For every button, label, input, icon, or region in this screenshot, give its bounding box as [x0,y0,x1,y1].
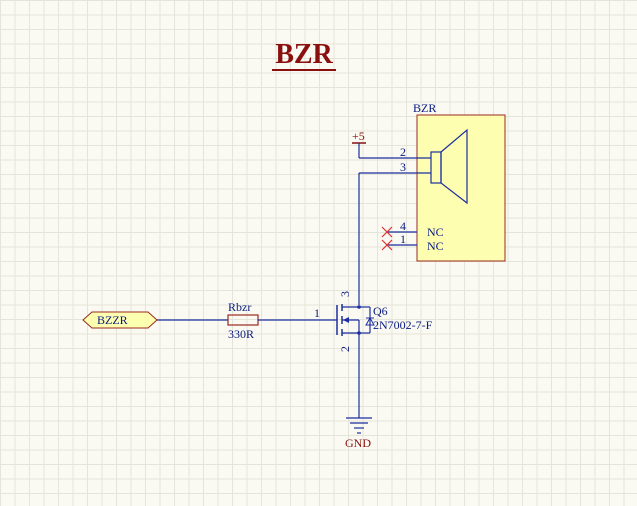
speaker-icon [430,128,468,205]
buzzer-pin-label: NC [427,239,444,253]
buzzer-pin-number: 4 [400,219,406,233]
power-port[interactable]: +5 [352,129,366,158]
buzzer-component[interactable]: BZR 2 3 4 1 NC NC [359,101,506,262]
transistor-pin-drain: 3 [338,291,352,297]
sheet-title: BZR [275,39,333,70]
buzzer-designator: BZR [413,101,436,115]
transistor-part: 2N7002-7-F [373,318,433,332]
resistor-rbzr[interactable]: Rbzr 330R [157,300,310,341]
net-port-bzzr[interactable]: BZZR [82,311,158,329]
buzzer-pin-number: 3 [400,160,406,174]
net-port-shape [82,311,158,329]
buzzer-body [416,114,506,262]
resistor-body [227,314,259,326]
mosfet-q6[interactable]: 3 1 Q6 2N7002-7-F 2 [310,291,433,352]
buzzer-pin-label: NC [427,225,444,239]
transistor-pin-source: 2 [338,346,352,352]
ground-symbol[interactable]: GND [345,417,372,450]
power-label: +5 [352,129,365,143]
net-port-label: BZZR [97,313,128,327]
buzzer-pin-number: 1 [400,232,406,246]
resistor-designator: Rbzr [228,300,251,314]
resistor-value: 330R [228,327,254,341]
transistor-designator: Q6 [373,304,388,318]
junction-dot [357,305,361,309]
transistor-pin-gate: 1 [314,306,320,320]
no-connect-icon [381,226,393,238]
arrow-icon [343,317,349,323]
buzzer-pin-number: 2 [400,145,406,159]
no-connect-icon [381,239,393,251]
diode-icon [365,316,375,326]
ground-label: GND [345,436,371,450]
